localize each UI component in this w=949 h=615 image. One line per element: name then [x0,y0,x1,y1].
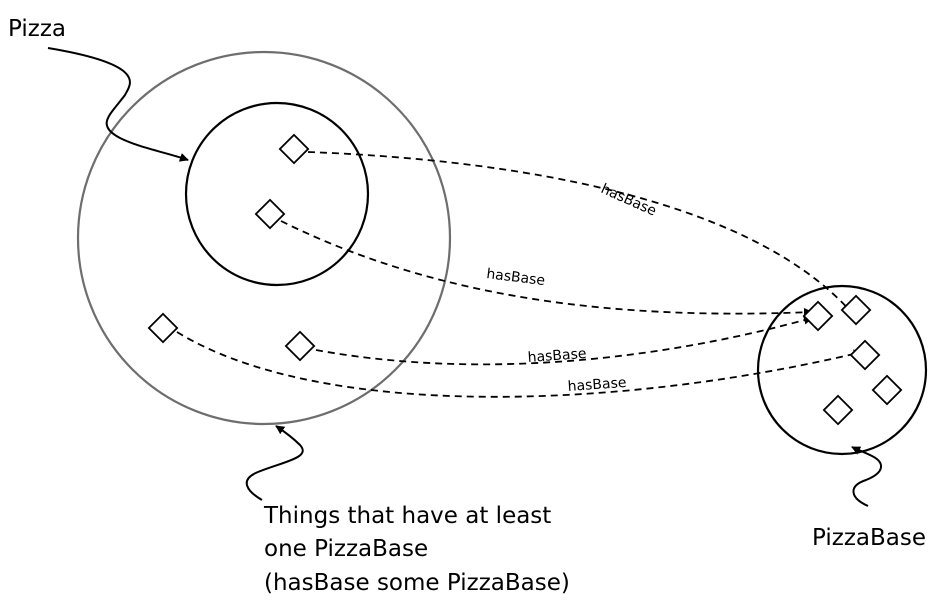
restriction-label-line-3: (hasBase some PizzaBase) [264,570,570,596]
individual-diamond [822,394,854,426]
restriction-class-circle [76,50,452,426]
restriction-label-line-1: Things that have at least [263,503,551,529]
pizza-class-label: Pizza [8,16,66,42]
edge-label-hasbase-2: hasBase [486,266,546,289]
pizza-base-class-label: PizzaBase [812,525,926,551]
restriction-pointer-arrow [245,425,304,501]
individual-diamond [147,312,179,344]
restriction-label-line-2: one PizzaBase [264,536,428,562]
pizza-pointer-arrow [47,47,189,162]
pizza-base-pointer-arrow [851,446,882,507]
hasbase-relation-2 [280,220,813,317]
pizza-class-circle [184,101,370,287]
individual-diamond [840,294,872,326]
individual-diamond [254,198,286,230]
edge-label-hasbase-1: hasBase [598,181,658,220]
pizza-base-class-circle [756,284,928,456]
edge-label-hasbase-3: hasBase [527,346,587,366]
edge-label-hasbase-4: hasBase [567,375,627,395]
hasbase-relation-1 [307,151,859,321]
individual-diamond [278,133,310,165]
individual-diamond [284,330,316,362]
individual-diamond [871,374,903,406]
individual-diamond [802,300,834,332]
hasbase-relation-3 [315,315,813,366]
individual-diamond [849,339,881,371]
hasbase-relation-4 [176,331,863,398]
